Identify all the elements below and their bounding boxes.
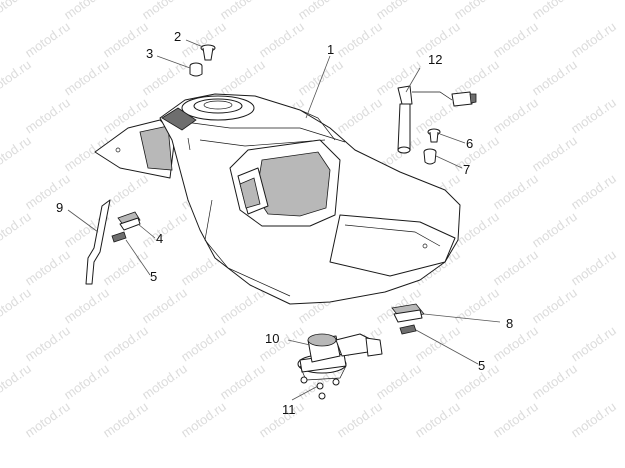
watermark-text: motod.ru	[0, 0, 34, 22]
watermark-text: motod.ru	[100, 399, 151, 441]
cap-bolt	[200, 44, 216, 61]
breather-hose	[85, 199, 111, 285]
watermark-text: motod.ru	[178, 19, 229, 61]
watermark-text: motod.ru	[373, 0, 424, 22]
watermark-text: motod.ru	[61, 0, 112, 22]
watermark-text: motod.ru	[178, 323, 229, 365]
callout-11: 11	[282, 402, 296, 417]
watermark-text: motod.ru	[568, 19, 619, 61]
watermark-text: motod.ru	[61, 361, 112, 403]
watermark-text: motod.ru	[412, 323, 463, 365]
watermark-text: motod.ru	[0, 209, 34, 251]
clip-left	[111, 231, 127, 243]
watermark-text: motod.ru	[412, 399, 463, 441]
watermark-text: motod.ru	[568, 95, 619, 137]
watermark-text: motod.ru	[490, 95, 541, 137]
watermark-text: motod.ru	[256, 19, 307, 61]
pump-screws	[300, 376, 340, 400]
callout-5-left: 5	[150, 269, 157, 284]
callout-9: 9	[56, 200, 63, 215]
callout-1: 1	[327, 42, 334, 57]
watermark-text: motod.ru	[0, 57, 34, 99]
watermark-text: motod.ru	[568, 247, 619, 289]
watermark-text: motod.ru	[139, 0, 190, 22]
watermark-text: motod.ru	[139, 285, 190, 327]
watermark-text: motod.ru	[295, 0, 346, 22]
callout-12: 12	[428, 52, 442, 67]
watermark-text: motod.ru	[61, 57, 112, 99]
watermark-text: motod.ru	[529, 57, 580, 99]
callout-8: 8	[506, 316, 513, 331]
watermark-text: motod.ru	[0, 133, 34, 175]
watermark-text: motod.ru	[490, 399, 541, 441]
watermark-text: motod.ru	[217, 361, 268, 403]
watermark-text: motod.ru	[451, 133, 502, 175]
rubber-grommet	[189, 62, 203, 77]
callout-3: 3	[146, 46, 153, 61]
watermark-text: motod.ru	[61, 285, 112, 327]
watermark-text: motod.ru	[334, 95, 385, 137]
watermark-text: motod.ru	[22, 323, 73, 365]
watermark-text: motod.ru	[451, 285, 502, 327]
watermark-text: motod.ru	[22, 95, 73, 137]
watermark-text: motod.ru	[451, 0, 502, 22]
watermark-text: motod.ru	[217, 57, 268, 99]
callout-2: 2	[174, 29, 181, 44]
watermark-text: motod.ru	[139, 57, 190, 99]
watermark-text: motod.ru	[295, 57, 346, 99]
callout-5-right: 5	[478, 358, 485, 373]
watermark-text: motod.ru	[529, 133, 580, 175]
watermark-text: motod.ru	[0, 285, 34, 327]
watermark-text: motod.ru	[529, 361, 580, 403]
leader-lines	[67, 39, 501, 401]
clip-right	[399, 324, 417, 335]
fuel-level-sensor	[397, 85, 477, 154]
watermark-text: motod.ru	[490, 171, 541, 213]
watermark-text: motod.ru	[451, 361, 502, 403]
watermark-text: motod.ru	[529, 0, 580, 22]
watermark-text: motod.ru	[22, 171, 73, 213]
watermark-text: motod.ru	[139, 361, 190, 403]
callout-4: 4	[156, 231, 163, 246]
watermark-text: motod.ru	[568, 323, 619, 365]
callout-7: 7	[463, 162, 470, 177]
fuel-pump	[297, 333, 383, 381]
watermark-text: motod.ru	[334, 19, 385, 61]
watermark-text: motod.ru	[22, 19, 73, 61]
watermark-text: motod.ru	[100, 19, 151, 61]
callout-labels: 1 2 3 4 5 5 6 7 8 9 10 11 12	[56, 29, 513, 417]
watermark-text: motod.ru	[139, 209, 190, 251]
grommet-right	[423, 148, 437, 165]
watermark-text: motod.ru	[100, 247, 151, 289]
watermark-text: motod.ru	[178, 399, 229, 441]
rubber-pad-left	[117, 211, 141, 231]
callout-6: 6	[466, 136, 473, 151]
watermark-text: motod.ru	[0, 361, 34, 403]
watermark-text: motod.ru	[490, 323, 541, 365]
watermark-text: motod.ru	[568, 399, 619, 441]
watermark-text: motod.ru	[217, 0, 268, 22]
fuel-tank	[94, 93, 461, 305]
watermark-text: motod.ru	[22, 247, 73, 289]
watermark-text: motod.ru	[568, 171, 619, 213]
watermark-text: motod.ru	[490, 19, 541, 61]
watermark-text: motod.ru	[529, 209, 580, 251]
watermark-text: motod.ru	[490, 247, 541, 289]
watermark-text: motod.ru	[373, 361, 424, 403]
watermark-text: motod.ru	[451, 57, 502, 99]
watermark-text: motod.ru	[22, 399, 73, 441]
rubber-pad-right	[391, 303, 425, 323]
watermark-text: motod.ru	[100, 323, 151, 365]
callout-10: 10	[265, 331, 279, 346]
watermark-text: motod.ru	[217, 285, 268, 327]
watermark-text: motod.ru	[529, 285, 580, 327]
watermark-text: motod.ru	[256, 323, 307, 365]
screw-right	[427, 128, 441, 143]
watermark-text: motod.ru	[334, 399, 385, 441]
